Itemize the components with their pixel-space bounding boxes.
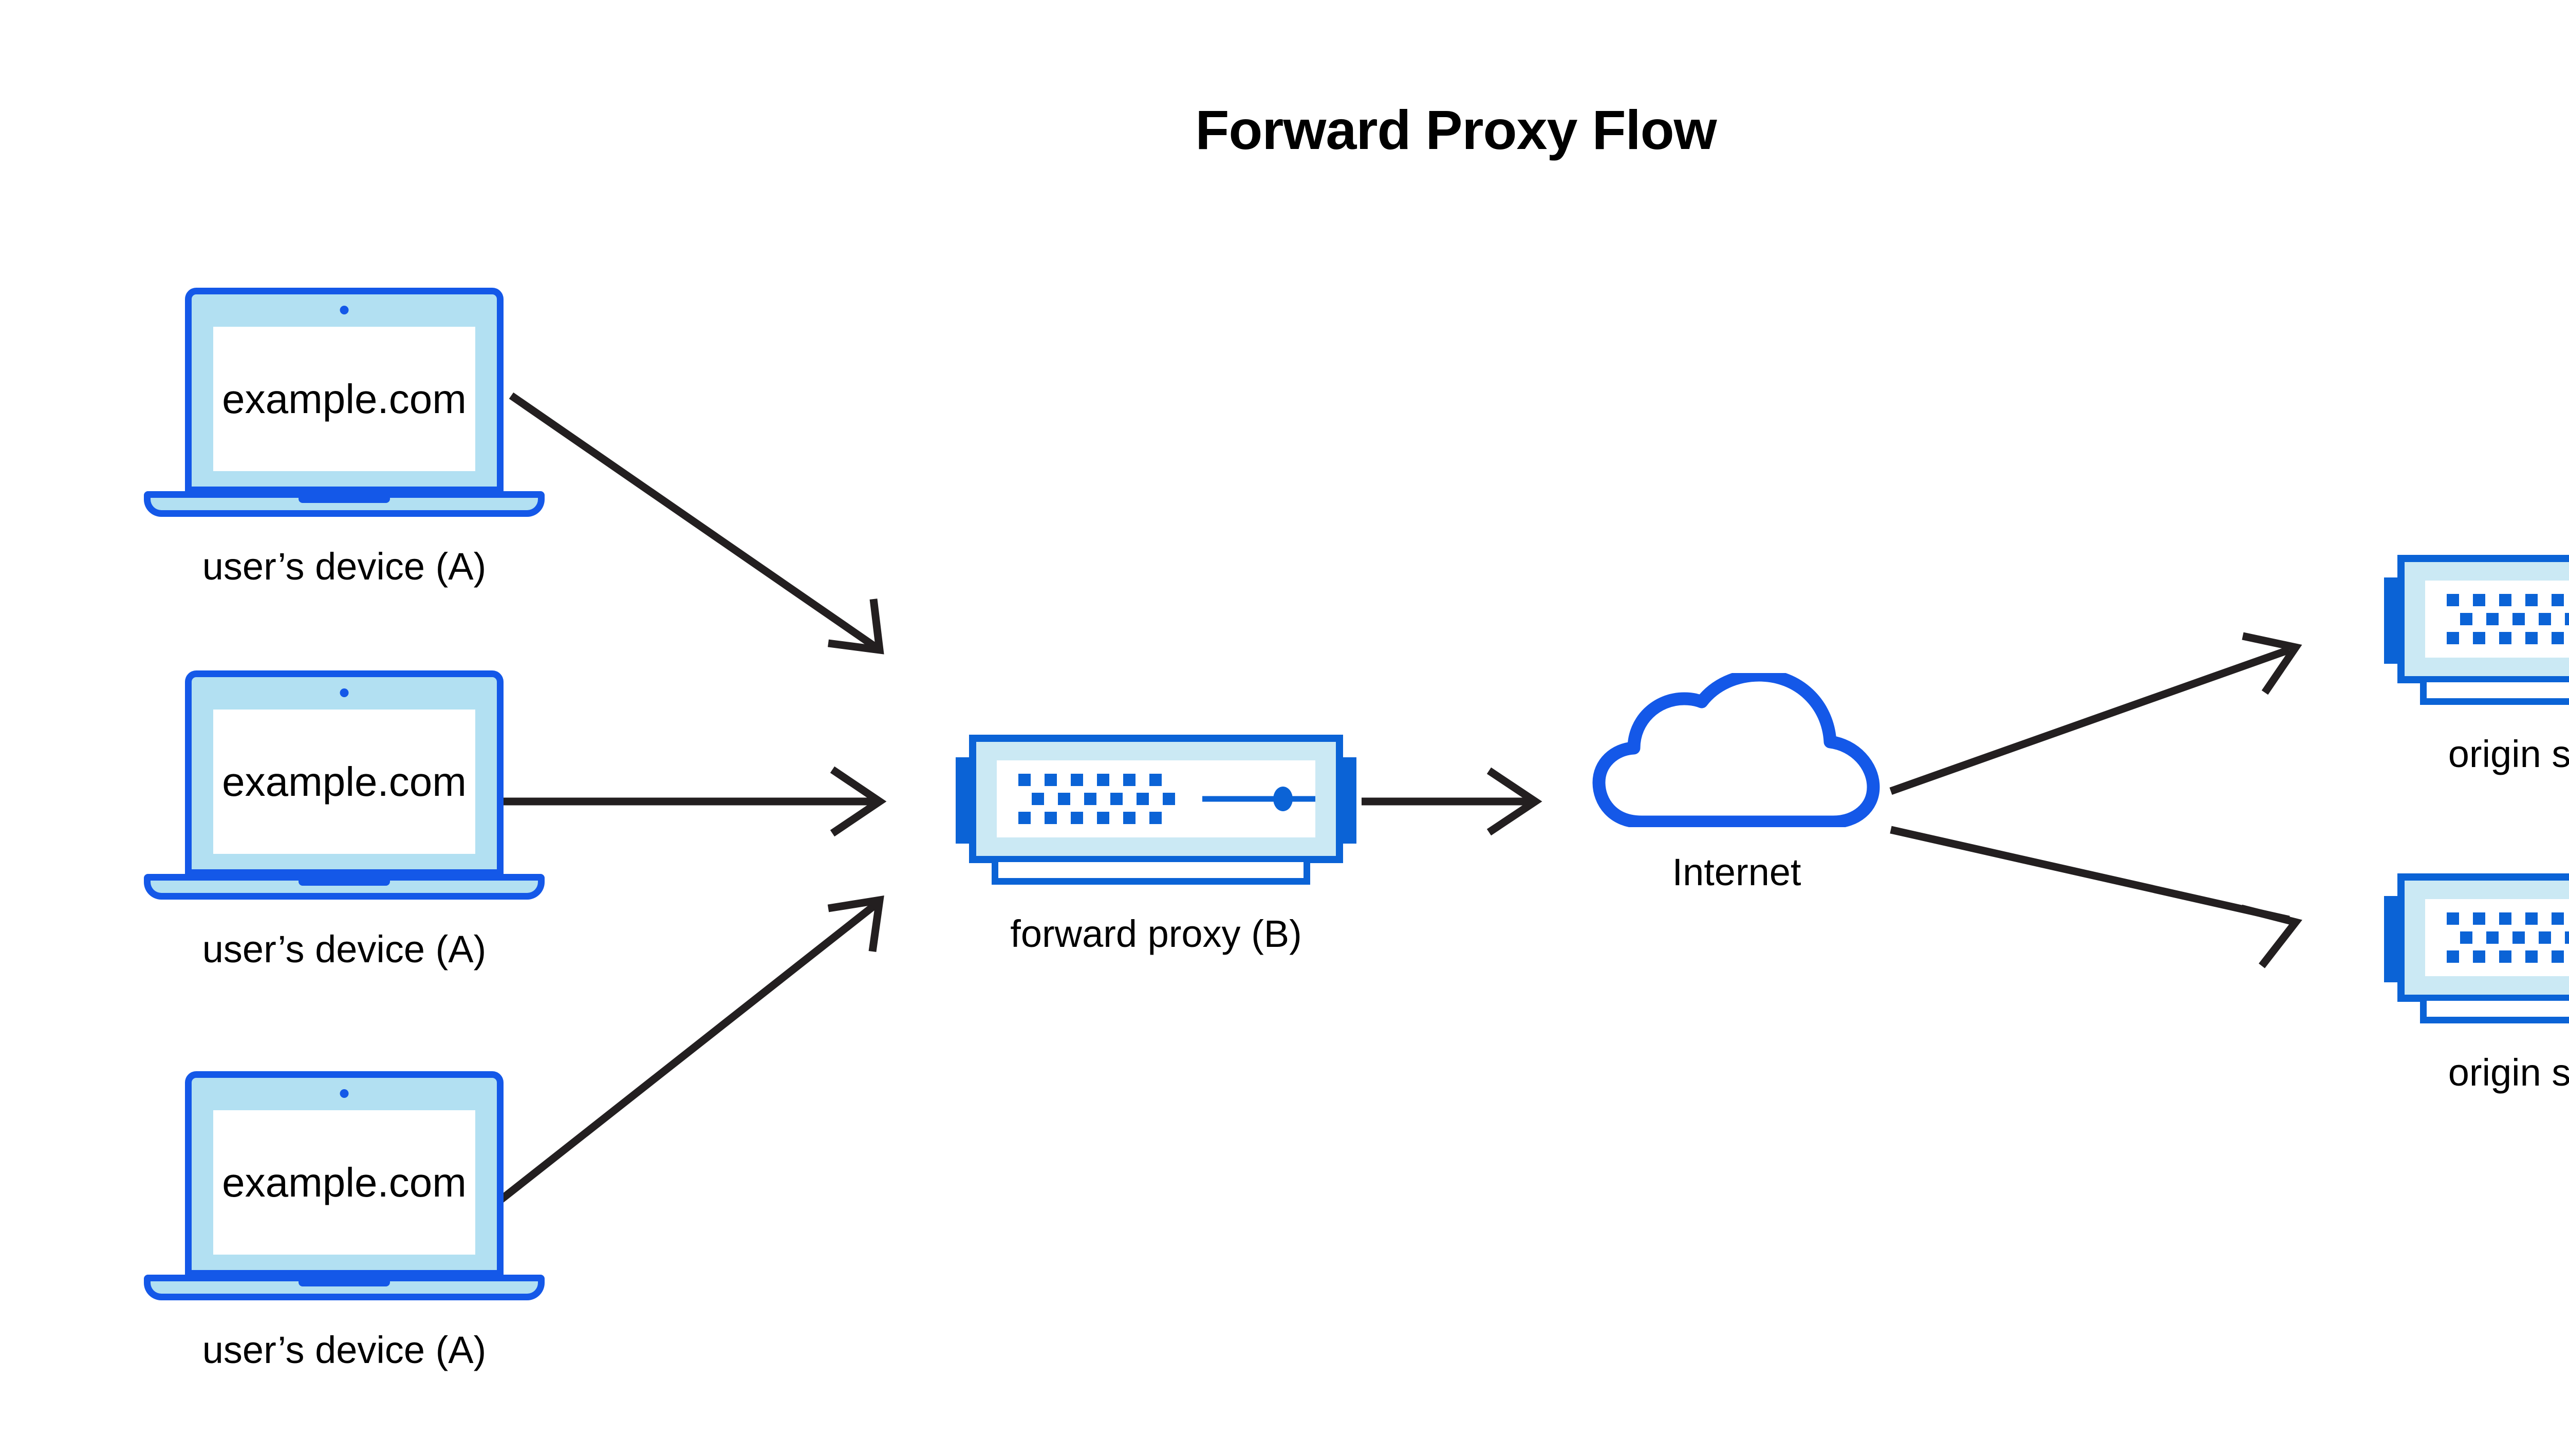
laptop-screen: example.com [213, 710, 475, 854]
node-device-2[interactable]: example.com user’s device (A) [144, 670, 545, 970]
laptop-notch [299, 878, 390, 886]
laptop-lid: example.com [185, 1071, 504, 1277]
arrow-internet-to-origin1 [1889, 632, 2302, 795]
server-icon [2384, 555, 2569, 709]
server-stand [2420, 1001, 2569, 1023]
node-origin-server-1[interactable]: origin server (C) [2384, 555, 2569, 775]
server-frame [969, 735, 1343, 863]
camera-dot-icon [340, 306, 349, 314]
camera-dot-icon [340, 688, 349, 697]
server-vent-dots-icon [2447, 594, 2569, 644]
server-frame [2397, 555, 2569, 683]
camera-dot-icon [340, 1089, 349, 1098]
server-panel [2425, 899, 2569, 976]
server-panel [997, 760, 1315, 837]
arrow-device2-to-proxy [504, 766, 887, 837]
server-frame [2397, 873, 2569, 1002]
server-icon [956, 735, 1356, 889]
screen-url-text: example.com [222, 758, 467, 805]
node-label-device-3: user’s device (A) [202, 1329, 487, 1371]
node-device-1[interactable]: example.com user’s device (A) [144, 288, 545, 588]
laptop-icon: example.com [144, 1071, 545, 1300]
server-vent-dots-icon [1018, 774, 1175, 824]
laptop-base [144, 491, 545, 517]
server-vent-dots-icon [2447, 912, 2569, 963]
screen-url-text: example.com [222, 1159, 467, 1205]
node-internet[interactable]: Internet [1588, 668, 1886, 893]
arrow-proxy-to-internet [1362, 767, 1542, 836]
arrow-device3-to-proxy [498, 895, 884, 1203]
node-label-device-2: user’s device (A) [202, 928, 487, 970]
node-origin-server-2[interactable]: origin server (C) [2384, 873, 2569, 1094]
node-label-forward-proxy: forward proxy (B) [1010, 912, 1302, 955]
server-stand [992, 862, 1310, 885]
node-label-origin-server-1: origin server (C) [2448, 733, 2569, 775]
laptop-screen: example.com [213, 327, 475, 471]
laptop-screen: example.com [213, 1110, 475, 1255]
laptop-lid: example.com [185, 670, 504, 876]
arrow-device1-to-proxy [509, 392, 884, 655]
laptop-base [144, 874, 545, 900]
screen-url-text: example.com [222, 376, 467, 422]
cloud-icon [1588, 668, 1886, 829]
node-forward-proxy[interactable]: forward proxy (B) [956, 735, 1356, 955]
laptop-icon: example.com [144, 670, 545, 900]
node-label-internet: Internet [1672, 851, 1801, 893]
server-slot-line-icon [1202, 796, 1315, 802]
laptop-lid: example.com [185, 288, 504, 493]
node-label-device-1: user’s device (A) [202, 545, 487, 588]
laptop-icon: example.com [144, 288, 545, 517]
server-panel [2425, 581, 2569, 658]
laptop-notch [299, 495, 390, 503]
node-label-origin-server-2: origin server (C) [2448, 1051, 2569, 1094]
server-stand [2420, 682, 2569, 705]
laptop-notch [299, 1278, 390, 1286]
node-device-3[interactable]: example.com user’s device (A) [144, 1071, 545, 1371]
server-icon [2384, 873, 2569, 1028]
server-led-icon [1273, 787, 1293, 811]
page-title: Forward Proxy Flow [1195, 99, 1717, 161]
arrow-internet-to-origin2 [1890, 826, 2302, 968]
laptop-base [144, 1275, 545, 1300]
